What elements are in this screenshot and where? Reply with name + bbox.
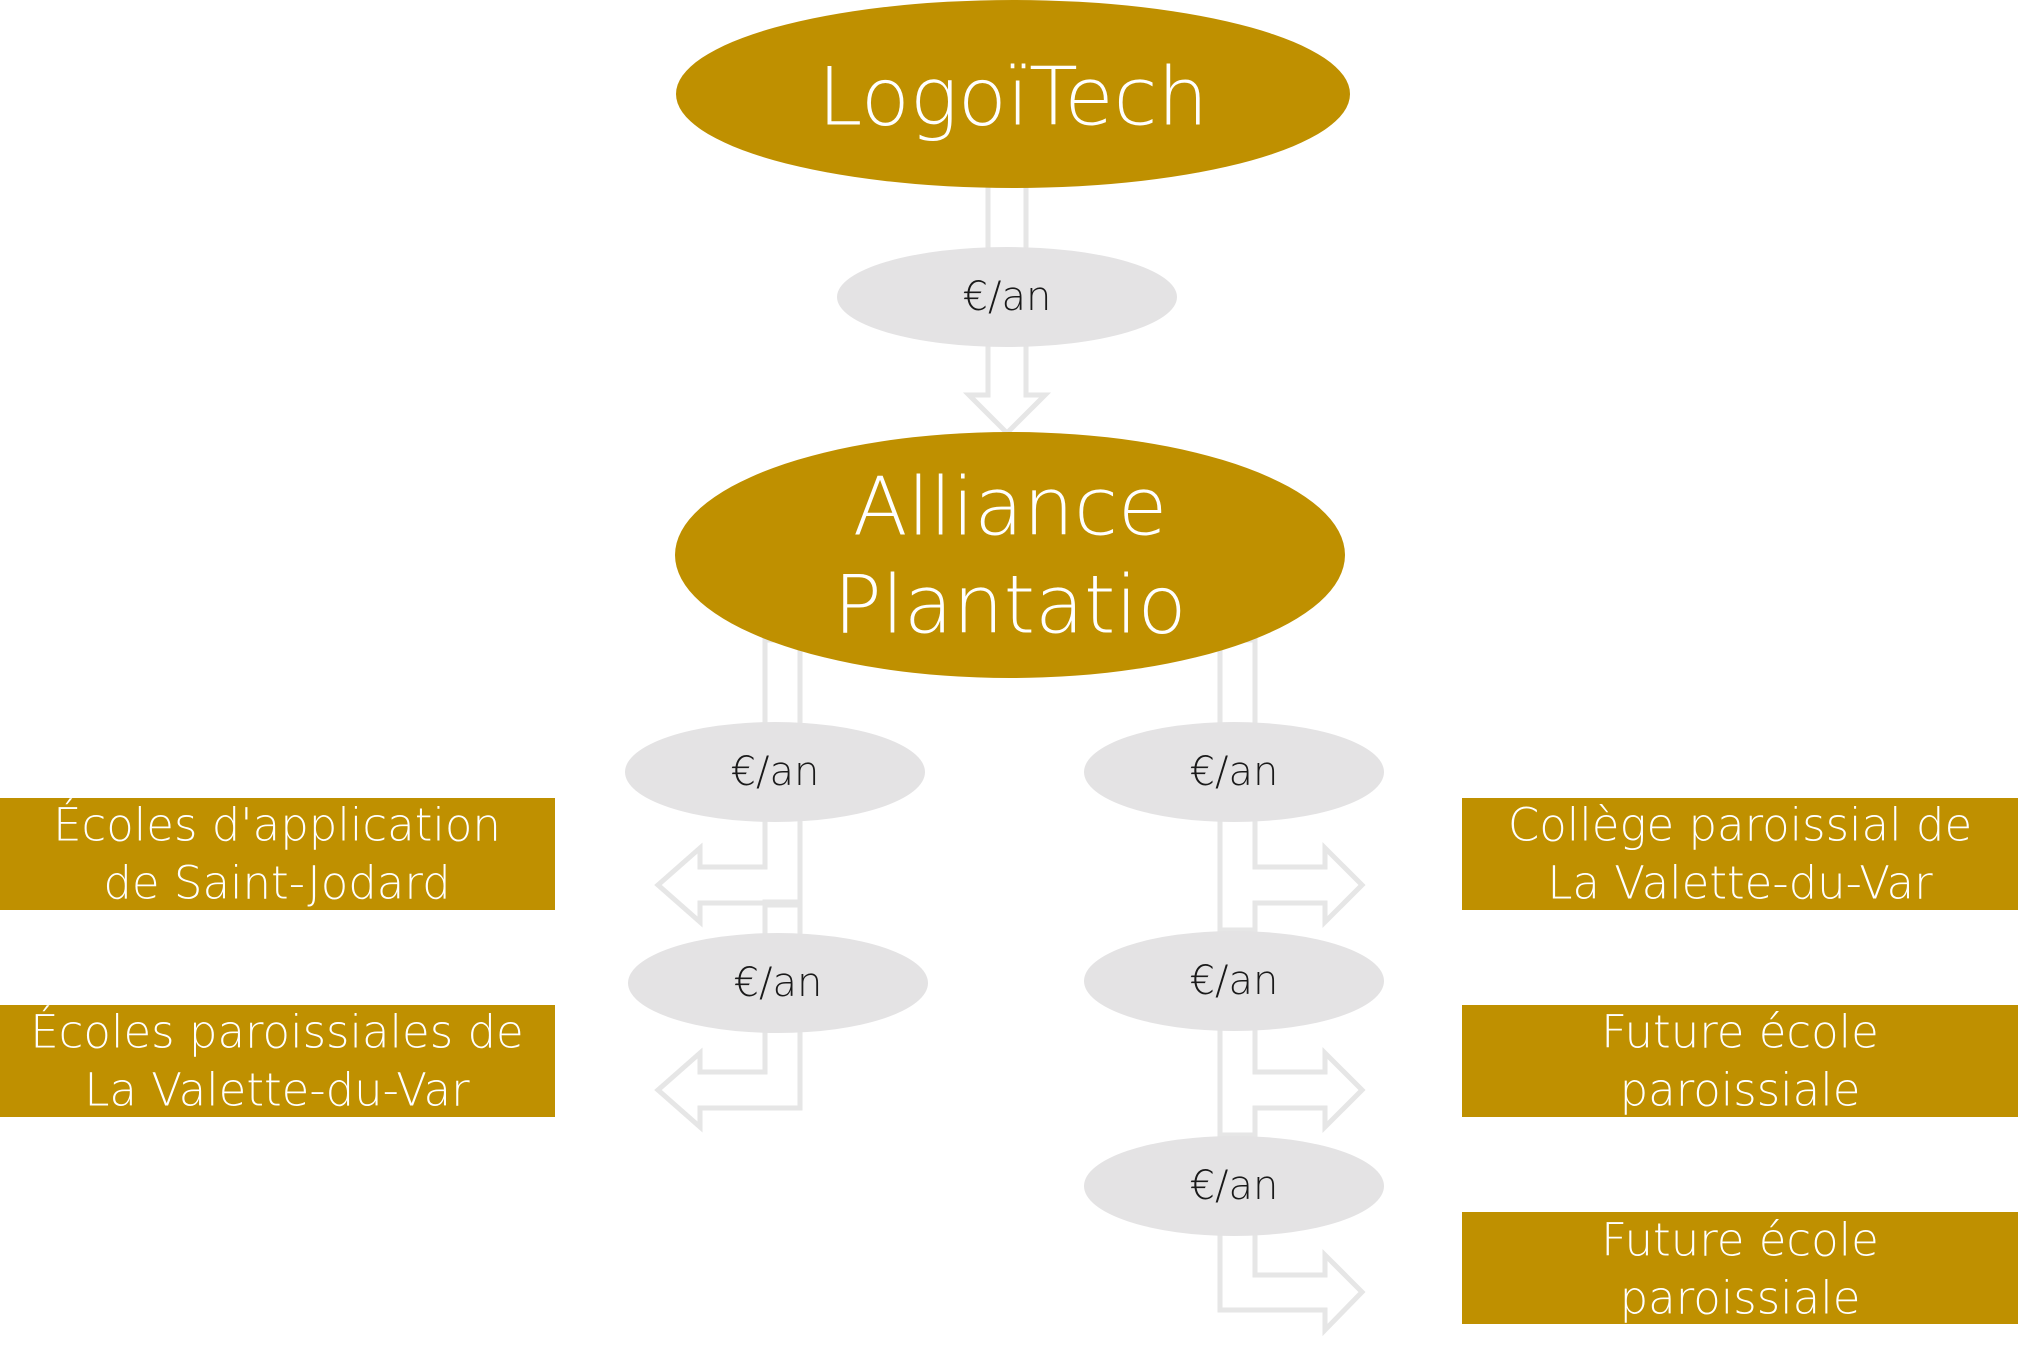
- node-future-ecole-1-line2: paroissiale: [1620, 1064, 1861, 1117]
- node-alliance-label-line1: Alliance: [853, 461, 1167, 554]
- node-alliance-label-line2: Plantatio: [833, 559, 1186, 652]
- flow-logoitech-to-alliance: €/an: [837, 247, 1177, 347]
- node-ecoles-paroissiales-line2: La Valette-du-Var: [84, 1064, 470, 1117]
- node-future-ecole-2-line1: Future école: [1601, 1214, 1879, 1267]
- node-logoitech-label: LogoïTech: [818, 51, 1208, 144]
- node-future-ecole-1-line1: Future école: [1601, 1006, 1879, 1059]
- node-ecoles-saint-jodard: Écoles d'application de Saint-Jodard: [0, 798, 555, 910]
- flow-left-2: €/an: [628, 933, 928, 1033]
- flow-label: €/an: [731, 749, 820, 795]
- flow-label: €/an: [734, 960, 823, 1006]
- flow-right-2: €/an: [1084, 931, 1384, 1031]
- node-ecoles-saint-jodard-line2: de Saint-Jodard: [103, 857, 450, 910]
- flow-label: €/an: [1190, 958, 1279, 1004]
- flow-label: €/an: [963, 274, 1052, 320]
- flow-label: €/an: [1190, 749, 1279, 795]
- node-ecoles-saint-jodard-line1: Écoles d'application: [53, 799, 501, 852]
- flow-label: €/an: [1190, 1163, 1279, 1209]
- node-future-ecole-1: Future école paroissiale: [1462, 1005, 2018, 1117]
- node-logoitech: LogoïTech: [676, 0, 1350, 188]
- node-ecoles-paroissiales-line1: Écoles paroissiales de: [30, 1006, 523, 1059]
- node-college-paroissial-line1: Collège paroissial de: [1508, 799, 1972, 852]
- node-ecoles-paroissiales: Écoles paroissiales de La Valette-du-Var: [0, 1005, 555, 1117]
- flow-right-3: €/an: [1084, 1136, 1384, 1236]
- node-future-ecole-2-line2: paroissiale: [1620, 1272, 1861, 1325]
- flow-right-1: €/an: [1084, 722, 1384, 822]
- node-alliance-plantatio: Alliance Plantatio: [675, 432, 1345, 678]
- flow-left-1: €/an: [625, 722, 925, 822]
- node-future-ecole-2: Future école paroissiale: [1462, 1212, 2018, 1325]
- node-college-paroissial: Collège paroissial de La Valette-du-Var: [1462, 798, 2018, 910]
- node-college-paroissial-line2: La Valette-du-Var: [1547, 857, 1933, 910]
